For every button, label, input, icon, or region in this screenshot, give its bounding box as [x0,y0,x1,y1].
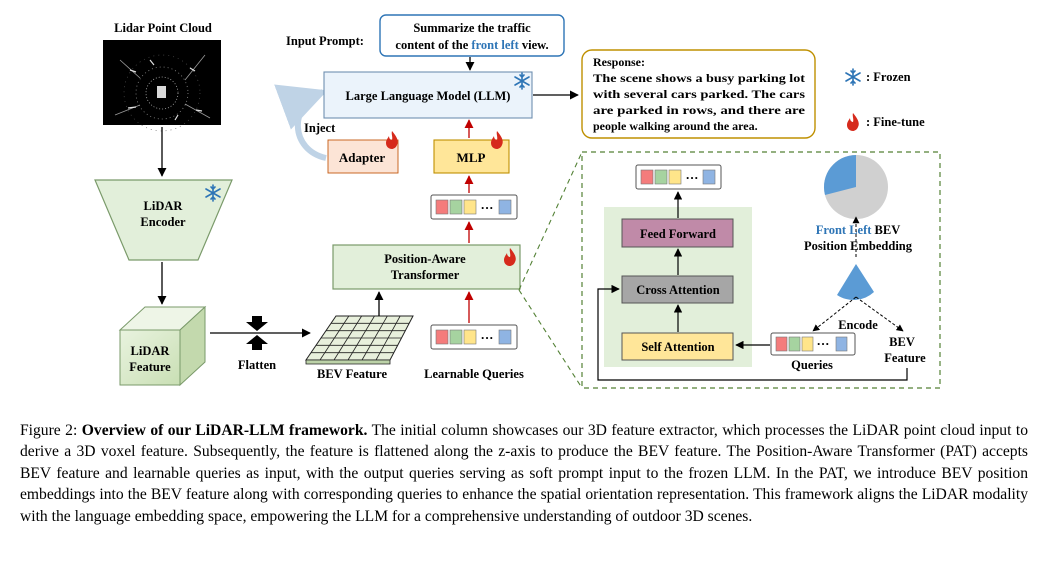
inject-label: Inject [304,121,336,135]
pat-label-1: Position-Aware [384,252,466,266]
cross-attention-block [621,275,734,304]
response-title: Response: [593,55,645,69]
pat-detail-panel: ··· Feed Forward Cross Attention Self At… [581,151,941,389]
encode-label: Encode [838,318,878,332]
learnable-queries-tokens: ··· [430,324,518,350]
prompt-highlight: front left [471,38,519,52]
figure-caption: Figure 2: Overview of our LiDAR-LLM fram… [20,420,1028,527]
bev-feature-right-label-1: BEV [889,335,915,349]
legend-finetune-label: : Fine-tune [866,115,925,129]
mlp-block: MLP [433,131,510,174]
learnable-queries-label: Learnable Queries [424,367,524,381]
legend-frozen-label: : Frozen [866,70,911,84]
lidar-feature-label-1: LiDAR [131,344,171,358]
inject-arrow [274,84,328,161]
self-attention-label: Self Attention [641,340,714,354]
legend-finetune-icon [847,113,859,131]
self-attention-block [621,332,734,361]
bev-feature-path [597,284,908,381]
svg-text:···: ··· [480,330,493,345]
lidar-point-cloud-label: Lidar Point Cloud [114,21,212,35]
adapter-label: Adapter [339,150,385,165]
mlp-finetune-icon [491,131,503,149]
prompt-line-1: Summarize the traffic [413,21,531,35]
svg-text:···: ··· [685,170,698,185]
position-embedding-label-1: Front Left BEV [816,223,901,237]
feed-forward-label: Feed Forward [640,227,716,241]
detail-output-tokens: ··· [635,164,722,190]
zoom-line-top [518,151,583,291]
svg-text:···: ··· [480,200,493,215]
feed-forward-block [621,218,734,248]
response-line-4: people walking around the area. [593,119,758,133]
detail-queries-label: Queries [791,358,833,372]
mlp-label: MLP [457,150,486,165]
zoom-line-bottom [518,289,583,389]
position-embedding-label-2: Position Embedding [804,239,913,253]
input-prompt-label: Input Prompt: [286,34,364,48]
lidar-encoder: LiDAR Encoder [94,179,233,261]
response-line-3: are parked in rows, and there are [593,103,806,117]
detail-queries-tokens: ··· [770,332,856,356]
response-line-2: with several cars parked. The cars [593,87,805,101]
bev-position-pie [823,155,888,219]
caption-label: Figure 2: [20,422,78,439]
llm-label: Large Language Model (LLM) [346,89,511,103]
pat-label-2: Transformer [391,268,460,282]
input-prompt-box: Summarize the traffic content of the fro… [379,14,565,57]
lidar-feature-cube: LiDAR Feature [118,305,207,387]
flatten-label: Flatten [238,358,276,372]
lidar-feature-label-2: Feature [129,360,171,374]
framework-diagram: Lidar Point Cloud LiDAR Encoder LiDAR Fe… [94,14,941,389]
lidar-encoder-label-2: Encoder [140,215,186,229]
response-line-1: The scene shows a busy parking lot [593,71,805,85]
prompt-line-2: content of the front left view. [395,38,548,52]
lidar-encoder-label-1: LiDAR [144,199,184,213]
position-embedding-wedge [837,264,874,301]
caption-body: The initial column showcases our 3D feat… [20,422,1029,525]
legend-frozen-icon [845,68,861,86]
position-aware-transformer: Position-Aware Transformer [332,244,521,290]
caption-title: Overview of our LiDAR-LLM framework. [81,422,368,439]
bev-feature-label: BEV Feature [317,367,387,381]
bev-feature-grid [305,315,414,365]
llm-block: Large Language Model (LLM) [323,71,533,119]
output-queries-tokens: ··· [430,194,518,220]
adapter-block: Adapter [327,131,399,174]
svg-text:···: ··· [816,336,829,351]
point-cloud-image [103,40,221,132]
bev-feature-right-label-2: Feature [884,351,926,365]
flatten-icon [246,316,268,350]
response-box: Response: The scene shows a busy parking… [581,49,816,139]
cross-attention-label: Cross Attention [636,283,720,297]
adapter-finetune-icon [386,131,398,149]
